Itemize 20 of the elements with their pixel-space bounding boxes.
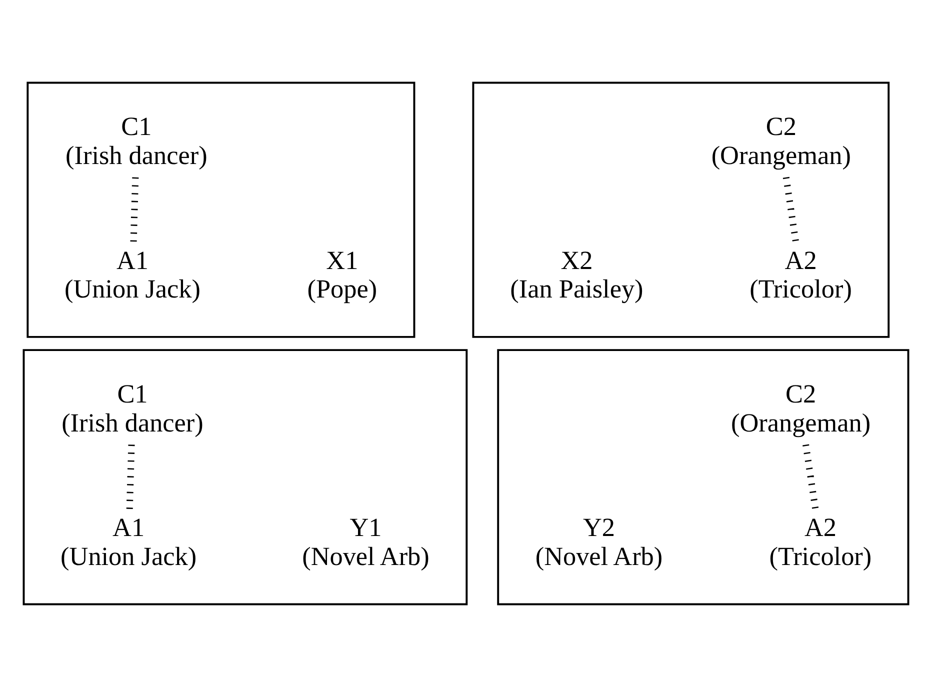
- node-text: Y2 (Novel Arb): [535, 513, 663, 571]
- node-text: C2 (Orangeman): [731, 379, 871, 438]
- node-text: A2 (Tricolor): [750, 246, 852, 304]
- node-text: Y1 (Novel Arb): [302, 513, 430, 571]
- cluster: [497, 349, 910, 606]
- node-text: X1 (Pope): [307, 246, 378, 304]
- connector: [126, 444, 135, 510]
- node-text: A2 (Tricolor): [769, 513, 872, 571]
- node-text: C1 (Irish dancer): [66, 112, 208, 170]
- node-text: A1 (Union Jack): [60, 513, 197, 571]
- cluster: [22, 349, 468, 606]
- node-text: C2 (Orangeman): [711, 112, 851, 170]
- connector: [130, 177, 139, 242]
- node-text: X2 (Ian Paisley): [510, 246, 644, 304]
- connector: [802, 444, 819, 510]
- connector: [782, 176, 800, 243]
- cluster: [472, 82, 890, 338]
- node-text: A1 (Union Jack): [64, 246, 200, 304]
- cluster: [26, 82, 416, 338]
- node-text: C1 (Irish dancer): [62, 379, 204, 438]
